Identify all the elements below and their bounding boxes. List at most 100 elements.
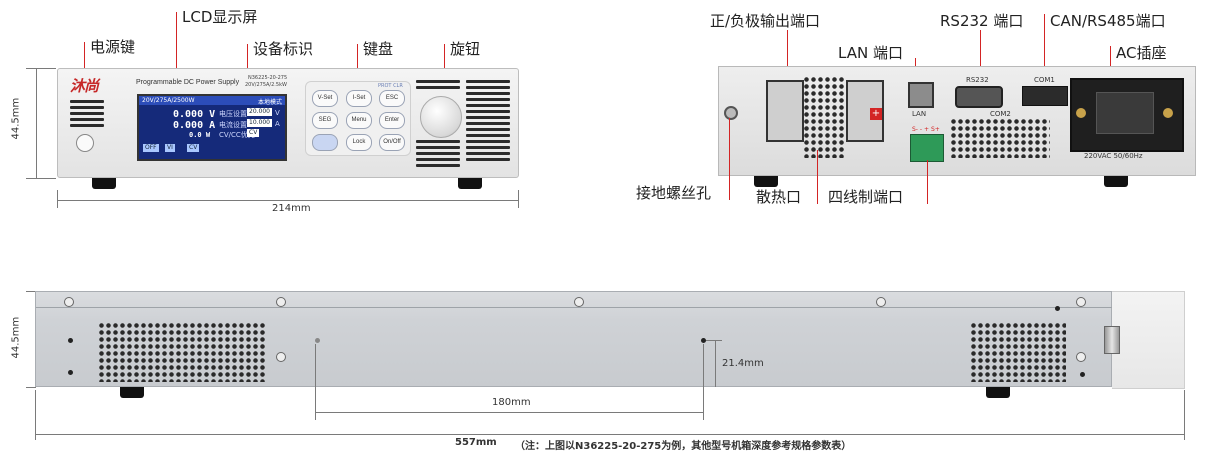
lcd-softkey-2: CV xyxy=(187,144,200,152)
enter-key[interactable]: Enter xyxy=(379,112,405,129)
rear-vent-lower xyxy=(950,118,1050,158)
lcd-current: 0.000 A xyxy=(173,120,216,131)
side-connector xyxy=(1104,326,1120,354)
vent-callout-tick xyxy=(817,150,818,204)
hole-offset-dim-top xyxy=(706,340,722,341)
on-off-key[interactable]: On/Off xyxy=(379,134,405,151)
lcd-softkey-0: OFF xyxy=(143,144,159,152)
shift-key[interactable]: Shift xyxy=(312,134,338,151)
lcd-power: 0.0 W xyxy=(189,131,211,139)
model-title: Programmable DC Power Supply xyxy=(136,79,240,86)
depth-dim-right xyxy=(1184,390,1185,440)
brand-logo: 沐尚 xyxy=(70,77,99,95)
lcd-header: 20V/275A/2500W xyxy=(142,97,195,104)
lcd-v-set: 20.000 xyxy=(247,108,272,116)
front-vent-left xyxy=(70,100,104,130)
sense-label-3: S+ xyxy=(930,126,940,133)
depth-dim-left xyxy=(35,390,36,440)
sense-label-0: S- xyxy=(912,126,918,133)
side-height-dim-top xyxy=(26,291,36,292)
sense-label-2: + xyxy=(924,126,930,133)
lcd-v-label: 电压设置 xyxy=(219,110,247,118)
four-wire-callout: 四线制端口 xyxy=(828,188,904,206)
ac-socket-inner xyxy=(1096,92,1154,134)
front-width-dim-line xyxy=(57,200,519,201)
ground-screw-callout: 接地螺丝孔 xyxy=(636,184,712,202)
hole-offset-dim-label: 21.4mm xyxy=(722,358,764,369)
device-id-callout-tick xyxy=(247,44,248,74)
rs232-port[interactable] xyxy=(955,86,1003,108)
knob-callout: 旋钮 xyxy=(450,40,481,58)
depth-note: （注：上图以N36225-20-275为例，其他型号机箱深度参考规格参数表） xyxy=(515,441,852,452)
lcd-screen: 20V/275A/2500W 本地模式 0.000 V 0.000 A 0.0 … xyxy=(137,94,287,161)
span-dim-left xyxy=(315,344,316,420)
side-screw xyxy=(64,297,74,307)
hole-offset-dim-line xyxy=(715,340,716,387)
menu-key[interactable]: Menu xyxy=(346,112,372,129)
rs232-callout: RS232 端口 xyxy=(940,12,1024,30)
ac-screw-left xyxy=(1076,108,1086,118)
span-dim-label: 180mm xyxy=(492,397,531,408)
side-hole xyxy=(1055,306,1060,311)
positive-marker: + xyxy=(870,108,882,120)
front-vent-right-c xyxy=(416,140,460,170)
model-spec: 20V/275A/2.5kW xyxy=(245,82,287,88)
side-height-dim-bottom xyxy=(26,387,36,388)
output-terminal-negative xyxy=(766,80,804,142)
v-set-key[interactable]: V-Set xyxy=(312,90,338,107)
side-hole xyxy=(68,370,73,375)
rotary-knob[interactable] xyxy=(420,96,462,138)
ac-callout: AC插座 xyxy=(1116,44,1167,62)
side-hole xyxy=(68,338,73,343)
side-hole xyxy=(1080,372,1085,377)
power-button[interactable] xyxy=(76,134,94,152)
front-width-dim-label: 214mm xyxy=(272,203,311,214)
front-foot-right xyxy=(458,178,482,189)
lcd-v-unit: V xyxy=(275,109,280,117)
output-terminal-callout: 正/负极输出端口 xyxy=(710,12,821,30)
span-dim-line xyxy=(315,412,704,413)
front-width-dim-left xyxy=(57,190,58,208)
rear-vent xyxy=(803,76,845,158)
side-height-dim-label: 44.5mm xyxy=(10,316,22,359)
side-rail xyxy=(36,307,1112,308)
front-height-dim-top xyxy=(26,68,56,69)
four-wire-port[interactable] xyxy=(910,134,944,162)
side-foot-right xyxy=(986,387,1010,398)
lcd-i-unit: A xyxy=(275,120,280,128)
front-height-dim-bottom xyxy=(26,178,56,179)
sense-labels: S- - + S+ xyxy=(912,126,940,133)
keypad: PROT CLR V-Set I-Set ESC SEG Menu Enter … xyxy=(305,81,411,156)
lcd-topbar xyxy=(139,96,285,105)
esc-key[interactable]: ESC xyxy=(379,90,405,107)
model-code: N36225-20-275 xyxy=(248,75,288,81)
i-set-key[interactable]: I-Set xyxy=(346,90,372,107)
front-height-dim-line xyxy=(36,68,37,178)
can-port[interactable] xyxy=(1022,86,1068,106)
rear-foot-right xyxy=(1104,176,1128,187)
four-wire-callout-tick xyxy=(927,160,928,204)
lcd-callout: LCD显示屏 xyxy=(182,8,258,26)
side-vent-left xyxy=(98,322,266,382)
rear-foot-left xyxy=(754,176,778,187)
side-extension xyxy=(1112,291,1185,389)
side-screw xyxy=(276,352,286,362)
keypad-label: PROT CLR xyxy=(378,83,403,89)
front-height-dim-label: 44.5mm xyxy=(10,97,22,140)
span-dim-right xyxy=(703,344,704,420)
lcd-mode: 本地模式 xyxy=(257,99,282,106)
rs232-label: RS232 xyxy=(966,76,989,84)
front-vent-right-b xyxy=(466,80,510,164)
vent-callout: 散热口 xyxy=(756,188,802,206)
lcd-i-label: 电流设置 xyxy=(219,121,247,129)
ac-rating: 220VAC 50/60Hz xyxy=(1084,152,1143,160)
keypad-callout: 键盘 xyxy=(363,40,394,58)
lan-port[interactable] xyxy=(908,82,934,108)
lock-key[interactable]: Lock xyxy=(346,134,372,151)
seg-key[interactable]: SEG xyxy=(312,112,338,129)
side-screw xyxy=(1076,297,1086,307)
ac-screw-right xyxy=(1163,108,1173,118)
depth-dim-line xyxy=(35,434,1185,435)
side-vent-right xyxy=(970,322,1066,382)
front-width-dim-right xyxy=(518,190,519,208)
